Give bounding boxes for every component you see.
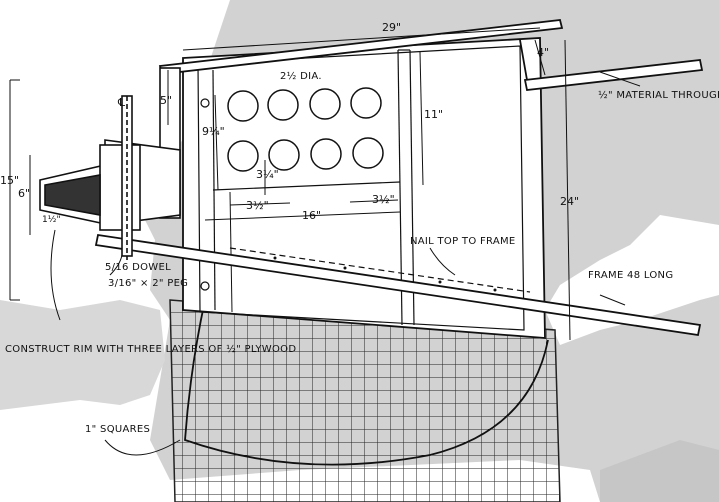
holes <box>227 87 384 172</box>
hole <box>350 87 382 119</box>
dim-top-5: 5" <box>160 94 172 107</box>
dim-hole-dia: 2½ DIA. <box>280 70 322 82</box>
dim-spacing-3-5: 3½" <box>246 199 269 212</box>
nail-top-label: NAIL TOP TO FRAME <box>410 236 516 247</box>
rim-note: CONSTRUCT RIM WITH THREE LAYERS OF ½" PL… <box>5 343 296 355</box>
hole <box>352 137 384 169</box>
frame-long-label: FRAME 48 LONG <box>588 270 673 281</box>
hole <box>227 140 259 172</box>
dim-height-11: 11" <box>424 108 443 121</box>
frame-bar <box>94 233 702 337</box>
dim-hub-6: 6" <box>18 187 30 200</box>
rim-outline <box>184 299 549 466</box>
hole <box>310 138 342 170</box>
dim-width-16: 16" <box>302 209 321 222</box>
hole <box>268 139 300 171</box>
dim-hub-1-5: 1½" <box>42 215 61 225</box>
axle-assembly <box>39 67 181 260</box>
dimension-lines <box>9 27 571 341</box>
hole <box>309 88 341 120</box>
dim-offset-3-25: 3¼" <box>256 168 279 181</box>
dim-left-15: 15" <box>0 174 19 187</box>
dim-side-4: 4" <box>537 46 549 59</box>
dim-right-3-5: 3½" <box>372 193 395 206</box>
material-note: ½" MATERIAL THROUGHOUT <box>598 89 719 101</box>
leader-lines <box>50 71 641 456</box>
hole <box>227 90 259 122</box>
screw-marks <box>200 98 497 292</box>
dowel-label: 5/16 DOWEL <box>105 262 171 273</box>
dim-height-24: 24" <box>560 195 579 208</box>
peg-label: 3/16" × 2" PEG <box>108 278 188 289</box>
nail-line <box>229 247 531 293</box>
hole <box>267 89 299 121</box>
centerline-label: ℄ <box>117 96 125 109</box>
dim-width-29: 29" <box>382 21 401 34</box>
dim-board-9-25: 9¼" <box>202 125 225 138</box>
squares-label: 1" SQUARES <box>85 424 150 435</box>
